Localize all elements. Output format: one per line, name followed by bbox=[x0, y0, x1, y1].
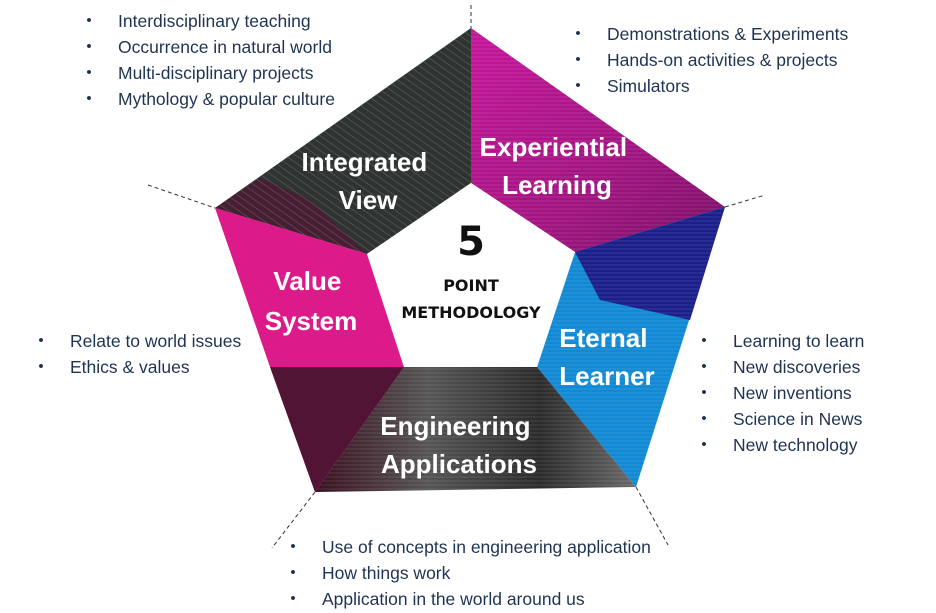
integrated-view-title: Integrated View bbox=[302, 147, 435, 215]
list-item: •Ethics & values bbox=[38, 357, 190, 377]
list-item: •New discoveries bbox=[701, 357, 861, 377]
experiential-learning-title: Experiential Learning bbox=[480, 132, 635, 200]
list-item: •Use of concepts in engineering applicat… bbox=[290, 537, 651, 557]
segment-value-system bbox=[215, 208, 404, 492]
eternal-learner-title: Eternal Learner bbox=[559, 323, 654, 391]
list-item: •Application in the world around us bbox=[290, 589, 585, 609]
eternal-learner-list: •Learning to learn •New discoveries •New… bbox=[697, 328, 864, 458]
segment-engineering-applications bbox=[315, 367, 636, 492]
segment-integrated-view bbox=[215, 28, 471, 254]
segment-eternal-learner bbox=[537, 207, 725, 487]
guide-lines bbox=[147, 5, 766, 549]
list-item: •Hands-on activities & projects bbox=[575, 50, 838, 70]
list-item: •Interdisciplinary teaching bbox=[86, 11, 311, 31]
list-item: •Multi-disciplinary projects bbox=[86, 63, 314, 83]
integrated-view-list: •Interdisciplinary teaching •Occurrence … bbox=[82, 8, 335, 112]
center-line-2: METHODOLOGY bbox=[401, 303, 541, 322]
list-item: •Mythology & popular culture bbox=[86, 89, 335, 109]
list-item: •Relate to world issues bbox=[38, 331, 242, 351]
center-pentagon bbox=[367, 183, 575, 367]
list-item: •How things work bbox=[290, 563, 451, 583]
list-item: •Demonstrations & Experiments bbox=[575, 24, 849, 44]
list-item: •Science in News bbox=[701, 409, 863, 429]
list-item: •New technology bbox=[701, 435, 858, 455]
center-line-1: POINT bbox=[443, 276, 499, 295]
engineering-applications-title: Engineering Applications bbox=[380, 411, 537, 479]
engineering-applications-list: •Use of concepts in engineering applicat… bbox=[286, 534, 651, 612]
list-item: •Simulators bbox=[575, 76, 690, 96]
experiential-learning-list: •Demonstrations & Experiments •Hands-on … bbox=[571, 21, 848, 99]
segment-experiential-learning bbox=[471, 28, 725, 252]
center-number: 5 bbox=[457, 219, 485, 265]
list-item: •Learning to learn bbox=[701, 331, 865, 351]
value-system-title: Value System bbox=[265, 266, 358, 336]
value-system-list: •Relate to world issues •Ethics & values bbox=[34, 328, 241, 380]
list-item: •New inventions bbox=[701, 383, 852, 403]
list-item: •Occurrence in natural world bbox=[86, 37, 332, 57]
